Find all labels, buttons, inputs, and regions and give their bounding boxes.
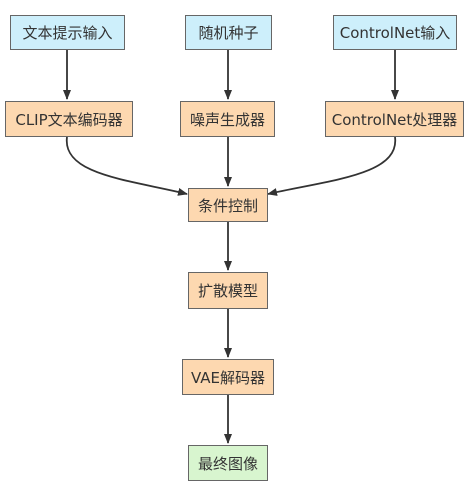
node-noise-generator: 噪声生成器 — [180, 101, 275, 137]
node-diffusion-model: 扩散模型 — [188, 272, 268, 309]
node-controlnet-input: ControlNet输入 — [333, 15, 457, 50]
node-condition-control: 条件控制 — [188, 188, 268, 222]
node-text-input: 文本提示输入 — [10, 15, 125, 50]
node-random-seed: 随机种子 — [185, 15, 272, 50]
node-clip-text-encoder: CLIP文本编码器 — [5, 101, 133, 137]
node-controlnet-processor: ControlNet处理器 — [325, 101, 464, 137]
node-vae-decoder: VAE解码器 — [182, 359, 274, 395]
node-final-image: 最终图像 — [188, 445, 268, 481]
edge-cn-processor-to-cond-control — [267, 136, 396, 196]
edge-clip-encoder-to-cond-control — [66, 136, 188, 196]
